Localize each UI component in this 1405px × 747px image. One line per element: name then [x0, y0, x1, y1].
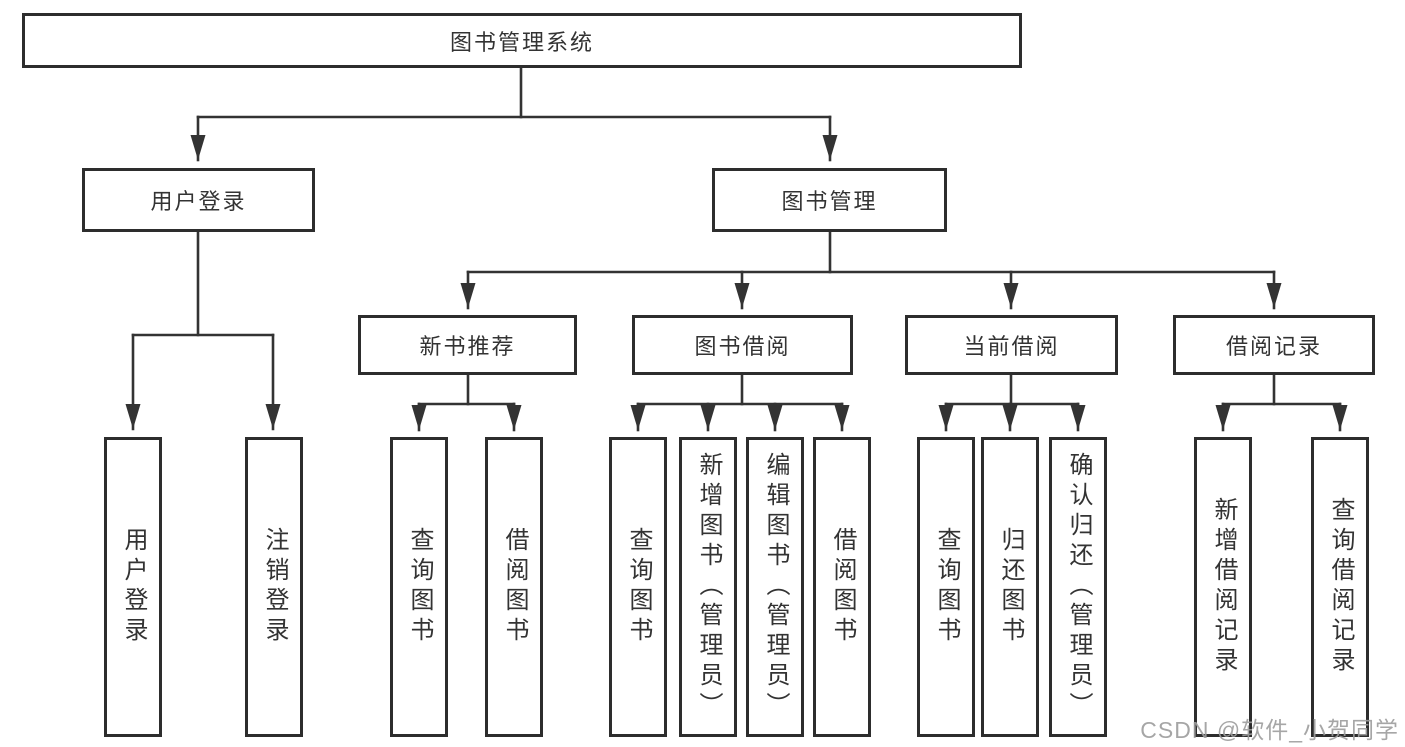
node-new-book-recommend: 新书推荐 — [358, 315, 577, 375]
leaf-add-books-admin: 新增图书（管理员） — [679, 437, 737, 737]
node-label: 查询图书 — [933, 527, 960, 647]
leaf-add-borrow-record: 新增借阅记录 — [1194, 437, 1252, 737]
node-root-book-management-system: 图书管理系统 — [22, 13, 1022, 68]
node-label: 查询图书 — [625, 527, 652, 647]
leaf-query-books: 查询图书 — [609, 437, 667, 737]
leaf-edit-books-admin: 编辑图书（管理员） — [746, 437, 804, 737]
node-label: 图书管理系统 — [449, 29, 594, 55]
node-label: 图书借阅 — [694, 334, 791, 359]
node-label: 归还图书 — [997, 527, 1024, 647]
node-label: 新书推荐 — [419, 334, 516, 359]
node-label: 注销登录 — [261, 527, 288, 647]
node-label: 新增图书（管理员） — [695, 452, 722, 722]
node-label: 当前借阅 — [963, 334, 1060, 359]
node-label: 确认归还（管理员） — [1065, 452, 1092, 722]
node-current-borrow: 当前借阅 — [905, 315, 1118, 375]
node-label: 查询图书 — [406, 527, 433, 647]
leaf-logout: 注销登录 — [245, 437, 303, 737]
node-label: 编辑图书（管理员） — [762, 452, 789, 722]
csdn-watermark: CSDN @软件_小贺同学 — [1140, 717, 1399, 743]
node-label: 借阅记录 — [1225, 334, 1322, 359]
node-book-borrow: 图书借阅 — [632, 315, 853, 375]
node-label: 用户登录 — [120, 527, 147, 647]
node-user-login: 用户登录 — [82, 168, 315, 232]
node-label: 用户登录 — [150, 189, 247, 214]
leaf-return-books: 归还图书 — [981, 437, 1039, 737]
node-borrow-records: 借阅记录 — [1173, 315, 1375, 375]
leaf-borrow-books: 借阅图书 — [485, 437, 543, 737]
node-label: 图书管理 — [781, 189, 878, 214]
node-label: 查询借阅记录 — [1327, 497, 1354, 677]
leaf-query-books: 查询图书 — [390, 437, 448, 737]
leaf-query-books: 查询图书 — [917, 437, 975, 737]
leaf-user-login: 用户登录 — [104, 437, 162, 737]
leaf-query-borrow-record: 查询借阅记录 — [1311, 437, 1369, 737]
leaf-confirm-return-admin: 确认归还（管理员） — [1049, 437, 1107, 737]
node-label: 借阅图书 — [829, 527, 856, 647]
node-label: 新增借阅记录 — [1210, 497, 1237, 677]
leaf-borrow-books: 借阅图书 — [813, 437, 871, 737]
node-book-management: 图书管理 — [712, 168, 947, 232]
node-label: 借阅图书 — [501, 527, 528, 647]
